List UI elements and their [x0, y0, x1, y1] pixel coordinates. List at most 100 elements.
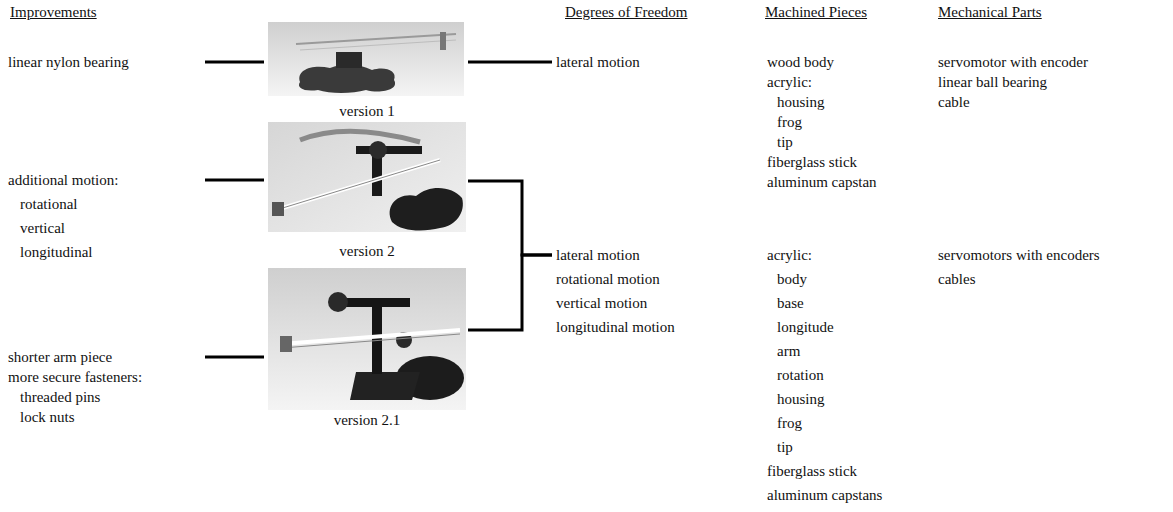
improvement-text: shorter arm piecemore secure fasteners:t…: [8, 347, 203, 427]
acrylic-housing: [336, 52, 362, 68]
capstan: [328, 292, 348, 312]
label-slot: rotation: [777, 366, 824, 384]
bow-edge: [282, 334, 460, 348]
part-name: aluminum capstan: [767, 173, 877, 191]
part-name: longitude: [777, 318, 834, 336]
node-text: linear nylon bearing: [8, 52, 203, 72]
node-text: vertical motion: [556, 291, 746, 315]
node-text: lateral motion: [556, 52, 736, 72]
column-header: Mechanical Parts: [938, 3, 1042, 21]
part-name: housing: [777, 390, 825, 408]
part-name: tip: [777, 438, 793, 456]
bow-cable: [300, 40, 456, 50]
part-name: servomotors with encoders: [938, 246, 1100, 264]
label-slot: wood body: [767, 53, 834, 71]
part-name: linear ball bearing: [938, 73, 1047, 91]
label-slot: Mechanical Parts: [938, 3, 1042, 21]
label-slot: frog: [777, 414, 802, 432]
node-text: lock nuts: [8, 407, 203, 427]
label-slot: frog: [777, 113, 802, 131]
motor-cable: [300, 131, 420, 142]
node-text: rotational: [8, 192, 203, 216]
freedom-text: lateral motionrotational motionvertical …: [556, 243, 746, 339]
label-slot: Degrees of Freedom: [565, 3, 687, 21]
label-slot: servomotors with encoders: [938, 246, 1100, 264]
label-slot: Machined Pieces: [765, 3, 867, 21]
label-slot: aluminum capstan: [767, 173, 877, 191]
photo-panel: version 1: [268, 22, 466, 120]
connector-line: [205, 179, 264, 182]
label-slot: cables: [938, 270, 975, 288]
node-text: more secure fasteners:: [8, 367, 203, 387]
part-name: housing: [777, 93, 825, 111]
part-name: wood body: [767, 53, 834, 71]
label-slot: housing: [777, 93, 825, 111]
photo-background: [268, 268, 466, 410]
bow-edge: [276, 160, 440, 210]
bow-stick: [282, 330, 460, 344]
label-slot: servomotor with encoder: [938, 53, 1088, 71]
node-text: longitudinal: [8, 240, 203, 264]
label-slot: arm: [777, 342, 800, 360]
bow-stick: [296, 34, 456, 44]
part-name: acrylic:: [767, 246, 812, 264]
connector-line: [468, 181, 552, 255]
part-name: acrylic:: [767, 73, 812, 91]
label-slot: base: [777, 294, 804, 312]
part-name: base: [777, 294, 804, 312]
base-plate: [350, 372, 420, 400]
node-text: rotational motion: [556, 267, 746, 291]
photo-caption: version 2.1: [268, 411, 466, 429]
photo-panel: version 2: [268, 120, 466, 260]
part-name: servomotor with encoder: [938, 53, 1088, 71]
node-text: threaded pins: [8, 387, 203, 407]
violin-body: [390, 188, 463, 231]
column-header: Degrees of Freedom: [565, 3, 687, 21]
node-text: additional motion:: [8, 168, 203, 192]
column-header: Improvements: [10, 3, 97, 21]
label-slot: tip: [777, 438, 793, 456]
part-name: aluminum capstans: [767, 486, 882, 504]
node-text: shorter arm piece: [8, 347, 203, 367]
node-text: lateral motion: [556, 243, 746, 267]
bow-frog: [280, 336, 292, 352]
node-text: longitudinal motion: [556, 315, 746, 339]
part-name: fiberglass stick: [767, 462, 857, 480]
bow-tip: [440, 32, 446, 50]
part-name: fiberglass stick: [767, 153, 857, 171]
node-text: vertical: [8, 216, 203, 240]
improvement-text: additional motion:rotationalverticallong…: [8, 168, 203, 264]
part-name: arm: [777, 342, 800, 360]
part-name: body: [777, 270, 807, 288]
photo-caption: version 2: [268, 242, 466, 260]
capstan: [369, 141, 387, 159]
photo-background: [268, 122, 466, 232]
arm-piece: [356, 146, 422, 154]
part-name: rotation: [777, 366, 824, 384]
improvement-text: linear nylon bearing: [8, 52, 203, 72]
connector-line: [468, 255, 552, 330]
connector-line: [205, 356, 264, 359]
column-header: Machined Pieces: [765, 3, 867, 21]
label-slot: fiberglass stick: [767, 153, 857, 171]
connector-line: [468, 61, 552, 64]
label-slot: acrylic:: [767, 246, 812, 264]
bow-stick: [276, 160, 440, 210]
photo-caption: version 1: [268, 102, 466, 120]
part-name: tip: [777, 133, 793, 151]
part-name: frog: [777, 414, 802, 432]
part-name: cable: [938, 93, 970, 111]
label-slot: longitude: [777, 318, 834, 336]
bow-frog: [272, 202, 284, 216]
label-slot: tip: [777, 133, 793, 151]
photo-background: [268, 22, 464, 96]
label-slot: linear ball bearing: [938, 73, 1047, 91]
freedom-text: lateral motion: [556, 52, 736, 72]
label-slot: housing: [777, 390, 825, 408]
violin-body: [299, 64, 395, 93]
label-slot: aluminum capstans: [767, 486, 882, 504]
label-slot: Improvements: [10, 3, 97, 21]
connector-line: [205, 61, 264, 64]
label-slot: body: [777, 270, 807, 288]
part-name: frog: [777, 113, 802, 131]
